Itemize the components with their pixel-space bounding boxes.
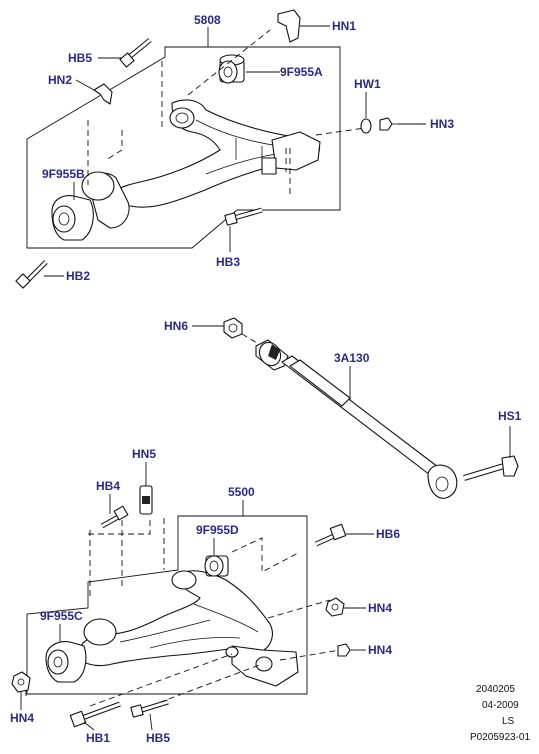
meta-illustration-id: P0205923-01: [470, 732, 530, 743]
label-5500: 5500: [228, 485, 255, 499]
hn4-nut-right-lower: [337, 643, 351, 657]
upper-arm-group: [15, 9, 426, 289]
hb5-bottom-bolt: [130, 699, 169, 718]
label-hs1: HS1: [498, 409, 522, 423]
lower-arm-assembly-line-3: [25, 599, 341, 707]
meta-date-code: 2040205: [476, 684, 515, 695]
lower-arm-assembly-line-2: [163, 518, 301, 573]
label-3a130: 3A130: [334, 351, 370, 365]
label-9f955c: 9F955C: [40, 609, 83, 623]
hn3-nut: [379, 117, 398, 131]
hb5-bottom-leader: [149, 713, 153, 731]
label-hb6: HB6: [376, 527, 400, 541]
hn6-assembly-line: [241, 333, 263, 347]
label-9f955d: 9F955D: [196, 523, 239, 537]
upper-bush-front: [218, 54, 245, 84]
hb5-top-bolt: [119, 38, 152, 68]
hn5-clip: [139, 485, 153, 515]
lower-bush-front: [171, 555, 229, 590]
upper-control-arm: [109, 99, 321, 208]
label-5808: 5808: [194, 13, 221, 27]
lower-arm-group: [11, 462, 374, 731]
hb3-bolt: [224, 207, 263, 226]
lower-arm-pivot: [225, 646, 239, 658]
label-hb5-bottom: HB5: [146, 731, 170, 745]
label-hn4-right-lower: HN4: [368, 643, 392, 657]
upper-arm-assembly-line-2: [87, 120, 123, 185]
tie-rod-inner-joint: [255, 339, 289, 371]
label-hn1: HN1: [332, 19, 356, 33]
lower-arm-assembly-line-1: [88, 520, 151, 600]
tie-rod-sleeve: [289, 359, 351, 407]
label-hb4: HB4: [96, 479, 120, 493]
lower-control-arm: [77, 570, 273, 667]
meta-issue-date: 04-2009: [482, 700, 519, 711]
lower-arm-web: [119, 603, 259, 649]
label-hn4-left: HN4: [10, 711, 34, 725]
upper-arm-outline: [26, 46, 341, 249]
lower-arm-outline: [26, 515, 308, 695]
label-hb1: HB1: [86, 731, 110, 745]
label-hn2: HN2: [48, 73, 72, 87]
hb4-bolt: [100, 505, 129, 529]
meta-region: LS: [502, 716, 515, 727]
hb1-bolt: [69, 701, 121, 728]
hb2-bolt: [15, 260, 48, 289]
label-hw1: HW1: [354, 77, 381, 91]
label-hn3: HN3: [430, 117, 454, 131]
upper-arm-front-eye-hole: [175, 112, 189, 124]
upper-arm-web: [195, 119, 297, 175]
label-hn4-right-upper: HN4: [368, 601, 392, 615]
label-hb2: HB2: [66, 269, 90, 283]
label-hn5: HN5: [132, 447, 156, 461]
hb1-leader: [83, 721, 95, 731]
hn1-nut-clip: [277, 9, 301, 43]
illustration-meta: 2040205 04-2009 LS P0205923-01: [470, 684, 530, 743]
hn4-nut-right-upper: [325, 597, 345, 617]
upper-bush-rear: [51, 171, 115, 241]
upper-arm-front-eye: [169, 107, 195, 129]
label-hn6: HN6: [164, 319, 188, 333]
part-labels: 5808 HN1 HB5 9F955A HN2 HW1 HN3 9F955B H…: [10, 13, 522, 745]
upper-arm-stud: [261, 157, 277, 175]
upper-arm-assembly-line-1: [161, 29, 271, 127]
hn4-nut-left: [11, 671, 31, 693]
tie-rod-outer-eye: [427, 464, 458, 499]
label-9f955a: 9F955A: [280, 65, 323, 79]
label-9f955b: 9F955B: [42, 167, 85, 181]
label-hb3: HB3: [216, 255, 240, 269]
hn2-clip: [93, 83, 113, 105]
hn2-leader: [75, 79, 95, 91]
hs1-bolt: [463, 455, 519, 481]
tie-rod-group: [192, 317, 519, 499]
upper-arm-bracket: [271, 131, 321, 171]
upper-arm-assembly-line-3: [285, 126, 373, 195]
label-hb5-top: HB5: [68, 51, 92, 65]
hb6-bolt: [314, 523, 347, 547]
hw1-washer: [360, 118, 372, 134]
lower-arm-lug-hole: [255, 656, 273, 672]
lower-bush-rear: [45, 618, 117, 683]
hn6-nut: [223, 317, 243, 339]
